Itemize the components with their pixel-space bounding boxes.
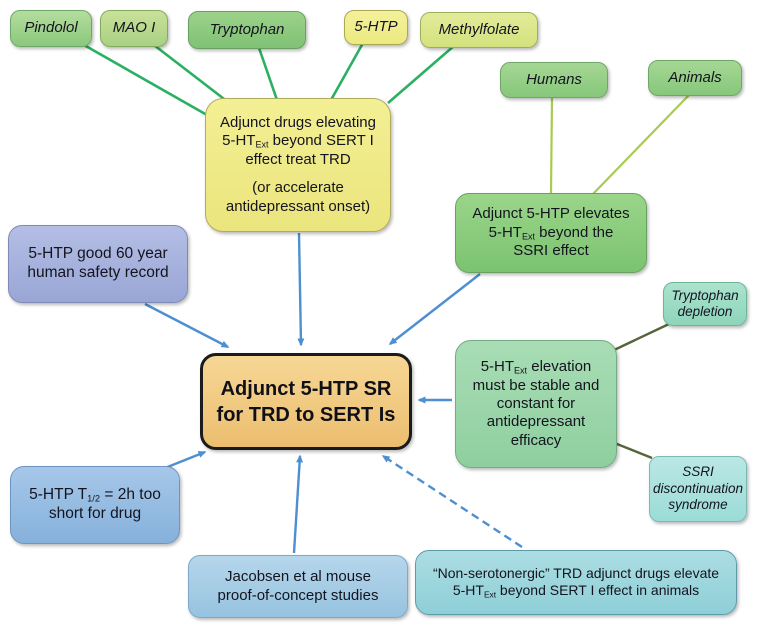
node-5-htp: 5-HTP bbox=[344, 10, 408, 45]
subscript-ext: Ext bbox=[255, 139, 269, 150]
node-mao-i-label: MAO I bbox=[112, 19, 156, 37]
adjunct-5htp-line3: SSRI effect bbox=[513, 242, 589, 260]
node-humans: Humans bbox=[500, 62, 608, 98]
line-humans-adjunct5htp bbox=[549, 96, 554, 195]
node-adjunct-5htp-elevates: Adjunct 5-HTP elevates 5-HTExt beyond th… bbox=[455, 193, 647, 273]
trp-depletion-line2: depletion bbox=[677, 304, 733, 319]
node-jacobsen-studies: Jacobsen et al mouse proof-of-concept st… bbox=[188, 555, 408, 618]
nonsero-line2-post: beyond SERT I effect in animals bbox=[496, 582, 700, 599]
line-pindolol-adjunct bbox=[76, 39, 208, 117]
arrow-jacobsen-center bbox=[292, 454, 304, 554]
stable-line5: efficacy bbox=[510, 431, 562, 449]
adjunct-drugs-line5: antidepressant onset) bbox=[225, 197, 371, 215]
line-methylfolate-adjunct bbox=[387, 44, 456, 104]
node-central-conclusion: Adjunct 5-HTP SR for TRD to SERT Is bbox=[200, 353, 412, 450]
adjunct-drugs-line3: effect treat TRD bbox=[245, 150, 351, 168]
node-safety-record: 5-HTP good 60 year human safety record bbox=[8, 225, 188, 303]
adjunct-drugs-line1: Adjunct drugs elevating bbox=[220, 114, 376, 132]
node-half-life: 5-HTP T1/2 = 2h too short for drug bbox=[10, 466, 180, 544]
node-pindolol-label: Pindolol bbox=[24, 19, 78, 37]
arrow-adjunct5htp-center bbox=[388, 273, 481, 345]
nonsero-line1: “Non-serotonergic” TRD adjunct drugs ele… bbox=[432, 565, 720, 582]
stable-line1-pre: 5-HT bbox=[480, 358, 515, 376]
node-animals-label: Animals bbox=[668, 68, 722, 86]
subscript-ext: Ext bbox=[521, 231, 535, 242]
halflife-line2: short for drug bbox=[48, 505, 142, 522]
adjunct-5htp-line1: Adjunct 5-HTP elevates bbox=[472, 205, 630, 223]
stable-line1-post: elevation bbox=[527, 358, 592, 376]
adjunct-drugs-line2-post: beyond SERT I bbox=[268, 132, 374, 150]
node-methylfolate-label: Methylfolate bbox=[438, 20, 520, 38]
line-tryptophan-adjunct bbox=[256, 44, 279, 101]
stable-line2: must be stable and bbox=[472, 376, 600, 394]
node-humans-label: Humans bbox=[526, 70, 582, 88]
ssri-disc-line2: discontinuation bbox=[652, 480, 744, 496]
node-5-htp-label: 5-HTP bbox=[354, 18, 398, 36]
jacobsen-line2: proof-of-concept studies bbox=[217, 586, 379, 604]
node-adjunct-drugs-elevating: Adjunct drugs elevating 5-HTExt beyond S… bbox=[205, 98, 391, 232]
node-animals: Animals bbox=[648, 60, 742, 96]
stable-line4: antidepressant bbox=[486, 413, 586, 431]
node-tryptophan: Tryptophan bbox=[188, 11, 306, 49]
nonsero-line2: 5-HTExt beyond SERT I effect in animals bbox=[453, 582, 699, 600]
center-line2: for TRD to SERT Is bbox=[216, 403, 396, 426]
node-non-serotonergic: “Non-serotonergic” TRD adjunct drugs ele… bbox=[415, 550, 737, 615]
adjunct-5htp-line2-pre: 5-HT bbox=[488, 223, 522, 241]
node-ssri-discontinuation: SSRI discontinuation syndrome bbox=[649, 456, 747, 522]
safety-line1: 5-HTP good 60 year bbox=[28, 245, 168, 263]
arrow-nonsero-center-dashed bbox=[381, 454, 523, 549]
line-stable-ssridisc bbox=[611, 440, 653, 460]
adjunct-drugs-line4: (or accelerate bbox=[252, 179, 344, 197]
center-line1: Adjunct 5-HTP SR bbox=[220, 377, 392, 400]
halflife-line1-pre: 5-HTP T bbox=[29, 486, 88, 504]
adjunct-5htp-line2: 5-HTExt beyond the bbox=[489, 224, 614, 242]
halflife-line1-post: = 2h too bbox=[100, 486, 161, 504]
halflife-line1: 5-HTP T1/2 = 2h too bbox=[29, 486, 161, 505]
jacobsen-line1: Jacobsen et al mouse bbox=[225, 568, 371, 586]
ssri-disc-line3: syndrome bbox=[668, 497, 728, 513]
node-mao-i: MAO I bbox=[100, 10, 168, 47]
stable-line1: 5-HTExt elevation bbox=[481, 358, 592, 376]
line-animals-adjunct5htp bbox=[592, 94, 690, 195]
adjunct-5htp-line2-post: beyond the bbox=[534, 223, 614, 241]
stable-line3: constant for bbox=[496, 394, 576, 412]
line-stable-trpdepletion bbox=[611, 322, 670, 353]
node-tryptophan-depletion: Tryptophan depletion bbox=[663, 282, 747, 326]
node-tryptophan-label: Tryptophan bbox=[209, 20, 285, 38]
node-pindolol: Pindolol bbox=[10, 10, 92, 47]
adjunct-drugs-line2: 5-HTExt beyond SERT I bbox=[222, 132, 374, 150]
arrow-safety-center bbox=[144, 302, 230, 349]
trp-depletion-line1: Tryptophan bbox=[671, 287, 739, 303]
line-5htp-adjunct bbox=[329, 42, 365, 101]
subscript-ext: Ext bbox=[483, 589, 497, 600]
adjunct-drugs-line2-pre: 5-HT bbox=[222, 132, 256, 150]
subscript-ext: Ext bbox=[514, 365, 528, 376]
ssri-disc-line1: SSRI bbox=[682, 464, 714, 480]
node-stable-elevation: 5-HTExt elevation must be stable and con… bbox=[455, 340, 617, 468]
nonsero-line2-pre: 5-HT bbox=[452, 582, 484, 599]
safety-line2: human safety record bbox=[27, 264, 169, 281]
subscript-half: 1/2 bbox=[87, 493, 101, 504]
arrow-adjunctdrugs-center bbox=[297, 232, 305, 347]
node-methylfolate: Methylfolate bbox=[420, 12, 538, 48]
line-maoi-adjunct bbox=[149, 40, 229, 104]
